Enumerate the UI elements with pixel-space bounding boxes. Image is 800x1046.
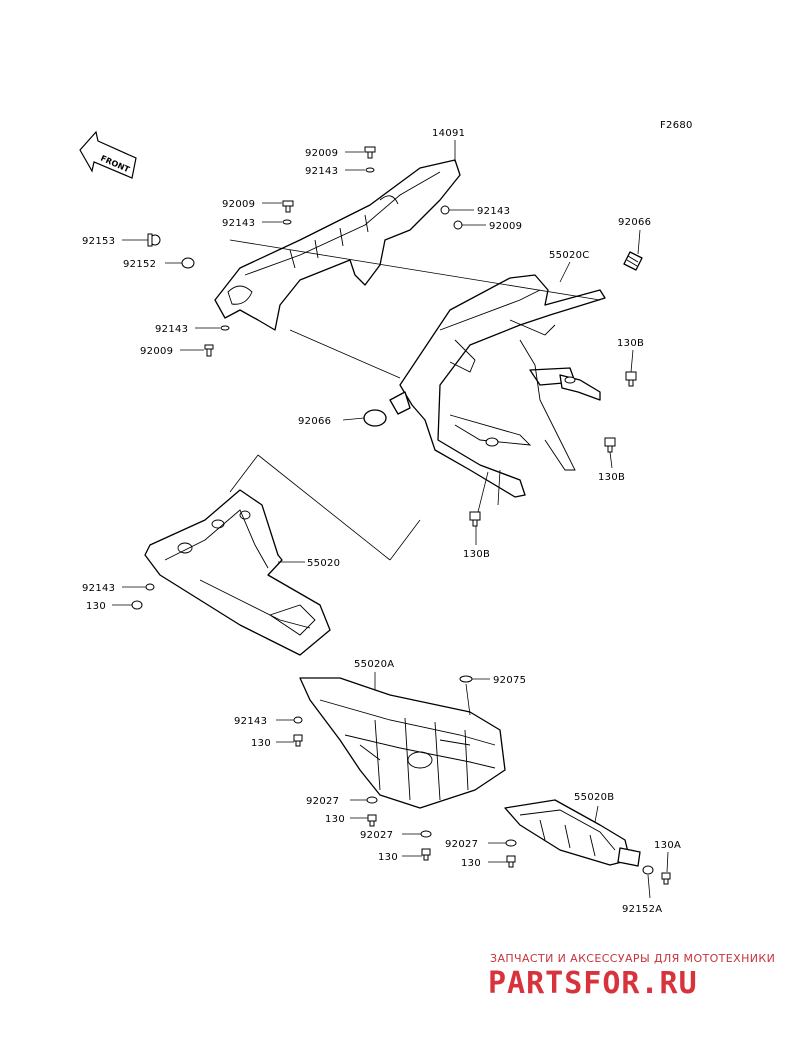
label-92143: 92143	[234, 716, 267, 727]
label-14091: 14091	[432, 128, 465, 139]
label-130B: 130B	[598, 472, 625, 483]
label-55020C: 55020C	[549, 250, 590, 261]
label-92009: 92009	[489, 221, 522, 232]
part-55020C-guard-frame	[399, 274, 606, 498]
callout-labels: 14091 92009 92143 92009 92143 92143 9200…	[82, 128, 681, 915]
label-92009: 92009	[140, 346, 173, 357]
watermark-logo: PARTSFOR.RU	[488, 966, 698, 1001]
label-130: 130	[86, 601, 106, 612]
part-92066-cap-lower	[363, 391, 411, 427]
watermark: ЗАПЧАСТИ И АКСЕССУАРЫ ДЛЯ МОТОТЕХНИКИ PA…	[488, 952, 775, 1001]
part-55020-lower-guard	[144, 489, 331, 656]
label-55020A: 55020A	[354, 659, 394, 670]
label-92009: 92009	[305, 148, 338, 159]
label-55020B: 55020B	[574, 792, 614, 803]
label-92066: 92066	[298, 416, 331, 427]
part-92066-grip-upper	[623, 251, 643, 271]
label-130A: 130A	[654, 840, 681, 851]
watermark-tagline: ЗАПЧАСТИ И АКСЕССУАРЫ ДЛЯ МОТОТЕХНИКИ	[490, 952, 775, 965]
label-130: 130	[378, 852, 398, 863]
label-130: 130	[461, 858, 481, 869]
label-92027: 92027	[445, 839, 478, 850]
label-130B: 130B	[463, 549, 490, 560]
label-92027: 92027	[360, 830, 393, 841]
part-55020A-skid-plate	[299, 677, 506, 809]
label-92143: 92143	[222, 218, 255, 229]
label-92152: 92152	[123, 259, 156, 270]
part-55020B-rear-skid	[504, 799, 641, 867]
label-92075: 92075	[493, 675, 526, 686]
label-55020: 55020	[307, 558, 340, 569]
part-14091-front-cover	[214, 159, 461, 331]
label-92143: 92143	[305, 166, 338, 177]
front-arrow-icon: FRONT	[79, 130, 137, 179]
label-92027: 92027	[306, 796, 339, 807]
diagram-code: F2680	[660, 120, 693, 131]
label-92066: 92066	[618, 217, 651, 228]
hardware-bolts	[131, 146, 671, 885]
label-92152A: 92152A	[622, 904, 662, 915]
leader-lines	[112, 140, 669, 899]
label-92143: 92143	[155, 324, 188, 335]
label-130: 130	[251, 738, 271, 749]
label-130B: 130B	[617, 338, 644, 349]
label-92143: 92143	[477, 206, 510, 217]
label-92009: 92009	[222, 199, 255, 210]
label-130: 130	[325, 814, 345, 825]
label-92143: 92143	[82, 583, 115, 594]
label-92153: 92153	[82, 236, 115, 247]
